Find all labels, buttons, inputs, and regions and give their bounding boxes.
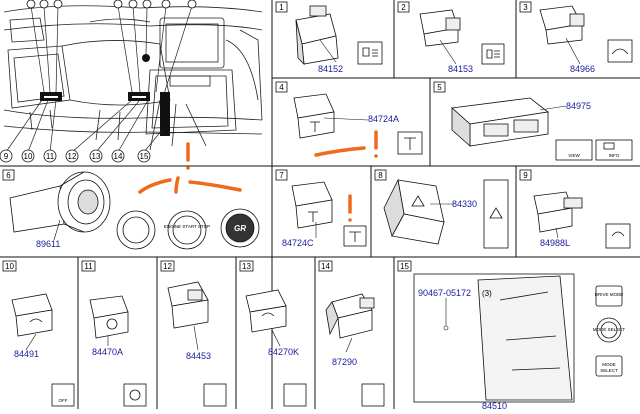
switch-part-3 [539, 5, 633, 63]
switch-part-6 [9, 171, 260, 250]
switch-part-9 [533, 191, 631, 249]
overview-label-15: 15 [140, 152, 149, 161]
callout-8: 8 [378, 171, 383, 180]
callout-9: 9 [523, 171, 528, 180]
callout-15: 15 [400, 262, 409, 271]
callout-7: 7 [279, 171, 284, 180]
select-button-label: SELECT [600, 368, 618, 373]
switch-part-15 [413, 273, 623, 403]
part-number-84153: 84153 [448, 64, 473, 74]
part-number-84152: 84152 [318, 64, 343, 74]
switch-part-10 [11, 293, 75, 407]
part-number-84724A: 84724A [368, 114, 399, 124]
part-number-84966: 84966 [570, 64, 595, 74]
callout-14: 14 [321, 262, 330, 271]
panel-callout-labels: 1 2 3 4 5 6 7 8 9 10 11 12 13 14 15 [5, 3, 528, 271]
callout-3: 3 [523, 3, 528, 12]
part-number-84470A: 84470A [92, 347, 123, 357]
drive-mode-label: DRIVE MODE [595, 292, 624, 297]
overview-label-10: 10 [24, 152, 33, 161]
switch-part-12 [167, 281, 227, 407]
overview-label-12: 12 [68, 152, 77, 161]
overview-top-circles [26, 0, 197, 9]
orange-annotations [138, 130, 378, 214]
switch-part-13 [245, 289, 307, 407]
callout-11: 11 [84, 262, 93, 271]
switch-part-14 [325, 293, 385, 407]
callout-2: 2 [401, 3, 406, 12]
callout-6: 6 [6, 171, 11, 180]
callout-12: 12 [163, 262, 172, 271]
gr-button-label: GR [234, 224, 246, 233]
part-quantity-3: (3) [482, 289, 492, 298]
part-number-84270K: 84270K [268, 347, 299, 357]
part-number-84724C: 84724C [282, 238, 314, 248]
part-number-90467-05172: 90467-05172 [418, 288, 471, 298]
part-number-84988L: 84988L [540, 238, 570, 248]
part-number-84975: 84975 [566, 101, 591, 111]
mode-button-label: MODE [602, 362, 616, 367]
switch-part-11 [89, 295, 147, 407]
switch-part-5 [451, 97, 633, 161]
overview-label-14: 14 [114, 152, 123, 161]
off-button-label: OFF [59, 398, 68, 403]
overview-label-9: 9 [4, 152, 9, 161]
panel-callouts [2, 1, 532, 272]
switch-part-7 [291, 181, 367, 247]
overview-leader-lines [5, 5, 193, 153]
mode-select-label: MODE SELECT [593, 327, 626, 332]
info-button-label: INFO [609, 153, 620, 158]
switch-part-1 [295, 5, 383, 66]
switch-part-2 [419, 9, 505, 65]
overview-switch-blocks [40, 54, 170, 136]
overview-label-13: 13 [92, 152, 101, 161]
callout-5: 5 [437, 83, 442, 92]
engine-start-stop-label: ENGINE START STOP [164, 224, 210, 229]
part-number-89611: 89611 [36, 239, 60, 249]
switch-part-8 [383, 178, 509, 249]
dashboard-overview [3, 5, 263, 151]
callout-10: 10 [5, 262, 14, 271]
overview-callouts: 9 10 11 12 13 14 15 [0, 149, 151, 163]
part-number-84491: 84491 [14, 349, 39, 359]
part-number-84453: 84453 [186, 351, 211, 361]
orange-exclamation-dots [186, 154, 378, 222]
callout-1: 1 [279, 3, 284, 12]
part-number-84330: 84330 [452, 199, 477, 209]
part-number-84510: 84510 [482, 401, 507, 409]
switch-part-4 [293, 93, 423, 155]
callout-13: 13 [242, 262, 251, 271]
callout-4: 4 [279, 83, 284, 92]
overview-label-11: 11 [46, 152, 55, 161]
view-button-label: VIEW [568, 153, 580, 158]
part-number-87290: 87290 [332, 357, 357, 367]
